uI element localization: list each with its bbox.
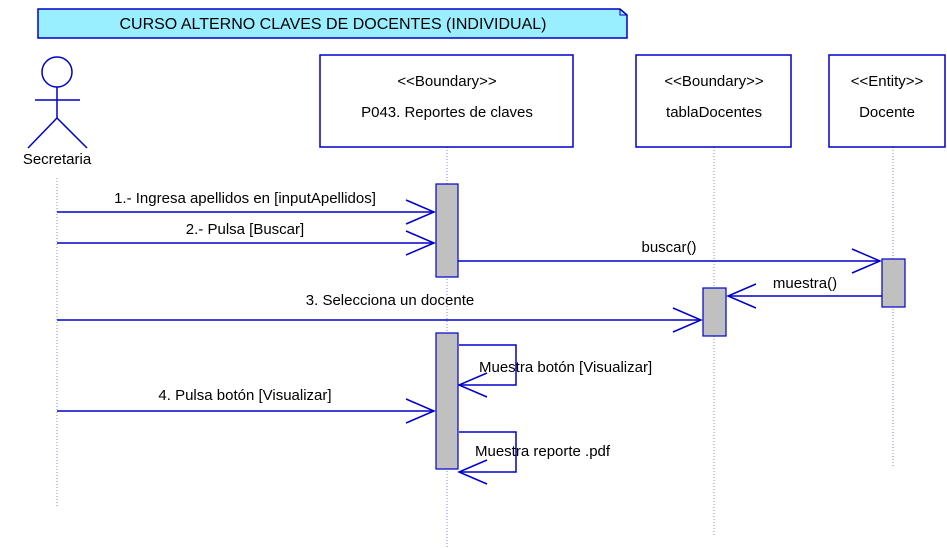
object-reportes-name: P043. Reportes de claves — [361, 104, 533, 121]
message-3-label: 3. Selecciona un docente — [306, 292, 474, 309]
arrowhead — [457, 459, 488, 485]
arrowhead — [457, 372, 488, 398]
message-2-label: 2.- Pulsa [Buscar] — [186, 221, 304, 238]
self-message-muestra-boton — [457, 344, 517, 398]
arrowhead — [405, 199, 436, 225]
message-3: 3. Selecciona un docente — [57, 292, 703, 333]
self-message-muestra-reporte — [457, 431, 517, 485]
title-box — [37, 8, 628, 39]
object-tabla-name: tablaDocentes — [666, 104, 762, 121]
arrowhead — [726, 283, 757, 309]
message-2: 2.- Pulsa [Buscar] — [57, 221, 436, 256]
object-reportes-box[interactable] — [319, 54, 574, 148]
message-buscar-label: buscar() — [641, 239, 696, 256]
object-docente[interactable]: <<Entity>> Docente — [828, 54, 946, 148]
self-message-muestra-reporte-label: Muestra reporte .pdf — [475, 443, 611, 460]
message-4: 4. Pulsa botón [Visualizar] — [57, 387, 436, 424]
actor-head — [41, 56, 73, 88]
message-1: 1.- Ingresa apellidos en [inputApellidos… — [57, 190, 436, 225]
diagram-title: CURSO ALTERNO CLAVES DE DOCENTES (INDIVI… — [37, 8, 628, 39]
object-tabla-stereotype: <<Boundary>> — [664, 73, 763, 90]
actor-name: Secretaria — [23, 151, 92, 168]
object-reportes-stereotype: <<Boundary>> — [397, 73, 496, 90]
object-docente-box[interactable] — [828, 54, 946, 148]
self-message-muestra-boton-label: Muestra botón [Visualizar] — [479, 359, 652, 376]
activation-docente — [881, 258, 906, 308]
message-buscar: buscar() — [458, 239, 882, 274]
arrowhead — [851, 248, 882, 274]
object-reportes[interactable]: <<Boundary>> P043. Reportes de claves — [319, 54, 574, 148]
actor-right-leg — [56, 117, 88, 149]
message-muestra: muestra() — [726, 275, 882, 309]
arrowhead — [672, 307, 703, 333]
object-docente-stereotype: <<Entity>> — [851, 73, 924, 90]
actor-left-leg — [27, 117, 58, 149]
activation-tabla — [702, 287, 727, 337]
object-docente-name: Docente — [859, 104, 915, 121]
title-text: CURSO ALTERNO CLAVES DE DOCENTES (INDIVI… — [119, 16, 546, 33]
activation-reportes-1 — [435, 183, 459, 278]
actor-secretaria: Secretaria — [23, 56, 92, 168]
arrowhead — [405, 398, 436, 424]
message-1-label: 1.- Ingresa apellidos en [inputApellidos… — [114, 190, 376, 207]
object-tabla[interactable]: <<Boundary>> tablaDocentes — [635, 54, 792, 148]
message-muestra-label: muestra() — [773, 275, 837, 292]
message-4-label: 4. Pulsa botón [Visualizar] — [158, 387, 331, 404]
object-tabla-box[interactable] — [635, 54, 792, 148]
activation-reportes-2 — [435, 332, 459, 470]
title-fold — [619, 9, 627, 16]
arrowhead — [405, 230, 436, 256]
